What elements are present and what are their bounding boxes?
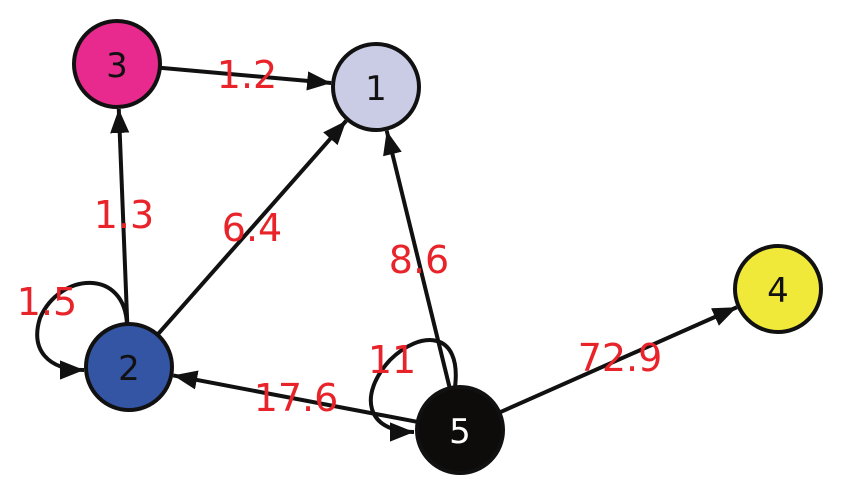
node-3: 3 — [72, 19, 162, 109]
node-circle-1 — [331, 42, 421, 132]
node-circle-4 — [733, 244, 823, 334]
edge-3-to-1 — [159, 65, 332, 91]
node-circle-2 — [84, 322, 174, 412]
edge-5-to-2 — [172, 370, 419, 424]
edge-5-to-5 — [368, 338, 458, 442]
node-circle-3 — [72, 19, 162, 109]
edge-2-to-3 — [110, 108, 130, 325]
node-2: 2 — [84, 322, 174, 412]
edge-weight-2-to-3: 1.3 — [94, 193, 154, 237]
edge-weight-5-to-1: 8.6 — [389, 238, 449, 282]
edge-weight-5-to-5: 11 — [368, 338, 416, 382]
node-1: 1 — [331, 42, 421, 132]
edge-weight-5-to-2: 17.6 — [254, 376, 339, 420]
edge-2-to-1 — [155, 119, 348, 337]
node-label-1: 1 — [365, 69, 387, 109]
node-label-5: 5 — [449, 412, 471, 452]
edge-2-to-2 — [35, 280, 129, 380]
edge-5-to-1 — [383, 130, 452, 389]
edge-weight-3-to-1: 1.2 — [217, 53, 277, 97]
edge-weight-5-to-4: 72.9 — [578, 336, 663, 380]
node-label-2: 2 — [118, 349, 140, 389]
edge-5-to-4 — [498, 305, 738, 415]
edge-weight-2-to-2: 1.5 — [17, 280, 77, 324]
node-label-4: 4 — [767, 271, 789, 311]
node-4: 4 — [733, 244, 823, 334]
node-circle-5 — [415, 385, 505, 475]
edge-weight-2-to-1: 6.4 — [222, 206, 282, 250]
node-label-3: 3 — [106, 46, 128, 86]
node-5: 5 — [415, 385, 505, 475]
